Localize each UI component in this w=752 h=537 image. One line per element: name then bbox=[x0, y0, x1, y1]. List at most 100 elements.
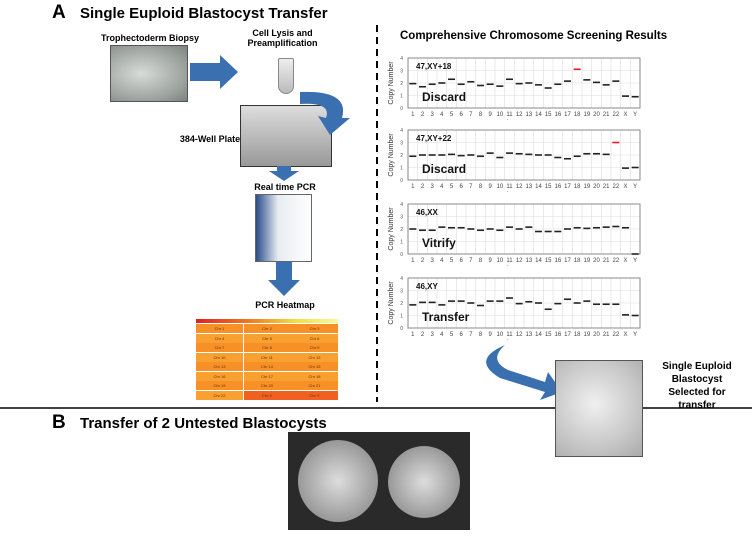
heatmap-cell: Chr 9 bbox=[291, 343, 338, 352]
x-tick-label: 6 bbox=[459, 332, 463, 338]
heatmap-cell: Chr 15 bbox=[291, 362, 338, 371]
x-tick-label: X bbox=[623, 258, 627, 264]
x-tick-label: 6 bbox=[459, 258, 463, 264]
x-tick-label: 8 bbox=[479, 184, 483, 190]
x-tick-label: 21 bbox=[603, 184, 610, 190]
y-tick-label: 1 bbox=[400, 240, 403, 246]
x-tick-label: 16 bbox=[554, 184, 561, 190]
x-axis-label: Chromosome bbox=[501, 338, 546, 340]
x-tick-label: 15 bbox=[545, 112, 552, 118]
x-tick-label: 13 bbox=[525, 184, 532, 190]
plot-frame bbox=[407, 57, 641, 109]
heatmap-cell: Chr 4 bbox=[196, 333, 243, 343]
x-tick-label: 16 bbox=[554, 112, 561, 118]
x-tick-label: 14 bbox=[535, 258, 542, 264]
heatmap-cell: Chr 8 bbox=[243, 343, 291, 352]
x-tick-label: 7 bbox=[469, 258, 473, 264]
heatmap-label: PCR Heatmap bbox=[255, 300, 315, 310]
x-tick-label: 17 bbox=[564, 332, 571, 338]
plot-frame bbox=[407, 277, 641, 329]
y-tick-label: 4 bbox=[400, 56, 403, 62]
x-tick-label: 11 bbox=[506, 112, 513, 118]
x-tick-label: 4 bbox=[440, 332, 444, 338]
y-axis-label: Copy Number bbox=[388, 61, 395, 105]
x-tick-label: 21 bbox=[603, 258, 610, 264]
heatmap-cell: Chr 18 bbox=[291, 371, 338, 381]
x-tick-label: 12 bbox=[516, 332, 523, 338]
x-tick-label: X bbox=[623, 332, 627, 338]
x-tick-label: X bbox=[623, 112, 627, 118]
selected-label: Single Euploid Blastocyst Selected for t… bbox=[662, 361, 732, 411]
heatmap-cell: Chr 12 bbox=[291, 352, 338, 362]
y-tick-label: 2 bbox=[400, 227, 403, 233]
y-axis-label: Copy Number bbox=[388, 281, 395, 325]
x-tick-label: 19 bbox=[583, 258, 590, 264]
x-tick-label: 14 bbox=[535, 184, 542, 190]
heatmap-cell: Chr 7 bbox=[196, 343, 243, 352]
panel-a-title: Single Euploid Blastocyst Transfer bbox=[80, 5, 328, 22]
y-tick-label: 3 bbox=[400, 215, 403, 221]
heatmap-cell: Chr 14 bbox=[243, 362, 291, 371]
x-tick-label: 3 bbox=[430, 332, 434, 338]
x-tick-label: Y bbox=[633, 184, 637, 190]
heatmap-cell: Chr 21 bbox=[291, 381, 338, 390]
tube-image bbox=[278, 58, 294, 94]
x-tick-label: 8 bbox=[479, 112, 483, 118]
heatmap-cell: Chr 19 bbox=[196, 381, 243, 390]
decision-label: Transfer bbox=[422, 310, 470, 324]
x-tick-label: 5 bbox=[450, 258, 454, 264]
x-tick-label: 4 bbox=[440, 112, 444, 118]
x-tick-label: 20 bbox=[593, 184, 600, 190]
x-tick-label: 7 bbox=[469, 112, 473, 118]
x-tick-label: 16 bbox=[554, 258, 561, 264]
x-tick-label: 13 bbox=[525, 112, 532, 118]
heatmap-cell: Chr 1 bbox=[196, 324, 243, 333]
x-tick-label: 3 bbox=[430, 258, 434, 264]
x-tick-label: 19 bbox=[583, 332, 590, 338]
karyotype-label: 46,XY bbox=[416, 282, 438, 291]
x-tick-label: 22 bbox=[612, 184, 619, 190]
pcr-machine-image bbox=[255, 194, 312, 262]
karyotype-label: 47,XY+22 bbox=[416, 134, 452, 143]
blastocyst-2 bbox=[388, 446, 460, 518]
x-tick-label: 19 bbox=[583, 184, 590, 190]
x-tick-label: 5 bbox=[450, 184, 454, 190]
x-tick-label: 10 bbox=[496, 184, 503, 190]
x-tick-label: 2 bbox=[421, 184, 425, 190]
heatmap-cell: Chr 13 bbox=[196, 362, 243, 371]
x-tick-label: 5 bbox=[450, 112, 454, 118]
y-tick-label: 3 bbox=[400, 289, 403, 295]
x-tick-label: Y bbox=[633, 258, 637, 264]
x-tick-label: 18 bbox=[574, 184, 581, 190]
x-tick-label: 12 bbox=[516, 258, 523, 264]
x-tick-label: X bbox=[623, 184, 627, 190]
arrow-down-1 bbox=[269, 166, 299, 181]
x-tick-label: 3 bbox=[430, 184, 434, 190]
y-tick-label: 3 bbox=[400, 141, 403, 147]
y-tick-label: 2 bbox=[400, 153, 403, 159]
heatmap-cell: Chr 2 bbox=[243, 324, 291, 333]
x-axis-label: Chromosome bbox=[501, 264, 546, 266]
y-tick-label: 4 bbox=[400, 202, 403, 208]
heatmap-cell: Chr 22 bbox=[196, 390, 243, 400]
x-tick-label: 8 bbox=[479, 332, 483, 338]
biopsy-image bbox=[110, 45, 188, 102]
heatmap-cell: Chr X bbox=[243, 390, 291, 400]
y-tick-label: 0 bbox=[400, 178, 403, 184]
x-tick-label: 15 bbox=[545, 258, 552, 264]
pcr-label: Real time PCR bbox=[254, 182, 316, 192]
x-tick-label: 10 bbox=[496, 332, 503, 338]
x-tick-label: 12 bbox=[516, 112, 523, 118]
y-tick-label: 0 bbox=[400, 106, 403, 112]
plot-frame bbox=[407, 203, 641, 255]
x-tick-label: 6 bbox=[459, 184, 463, 190]
x-tick-label: 16 bbox=[554, 332, 561, 338]
panel-a-letter: A bbox=[52, 2, 66, 23]
curved-arrow-transfer bbox=[486, 345, 562, 400]
x-tick-label: 13 bbox=[525, 258, 532, 264]
heatmap-cell: Chr 3 bbox=[291, 324, 338, 333]
